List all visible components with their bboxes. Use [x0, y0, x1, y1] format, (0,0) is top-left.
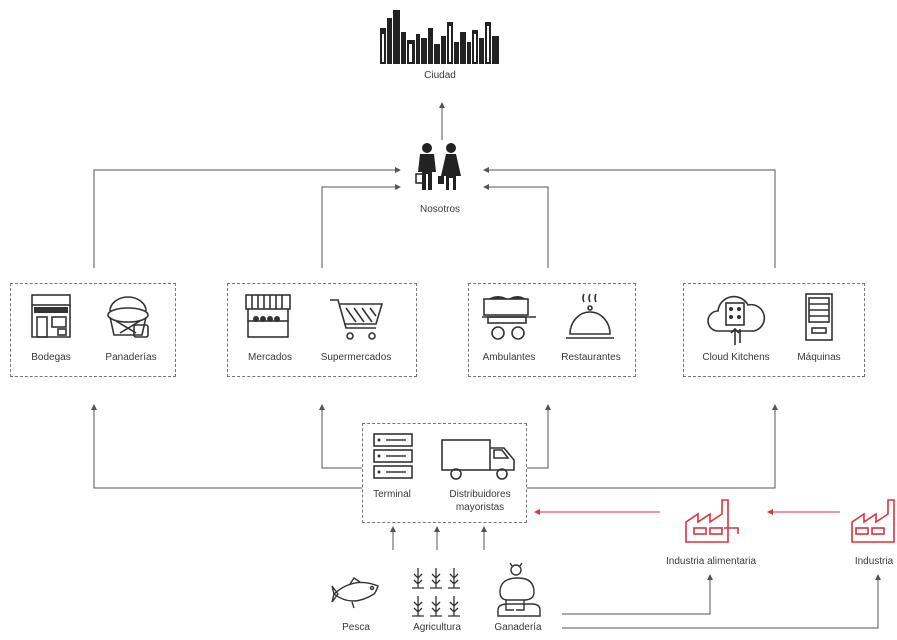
arrow-bodegas-to-people: [93, 167, 401, 268]
store-icon: [31, 294, 71, 338]
group1-item2-label: Panaderías: [105, 352, 157, 363]
crops-icon: [412, 568, 460, 617]
arrow-dist-to-g2: [319, 404, 362, 469]
group2-item2-label: Supermercados: [320, 352, 392, 363]
vending-machine-icon: [805, 293, 833, 341]
arrow-dist-to-g4: [527, 404, 778, 489]
group4-item2-label: Máquinas: [797, 352, 841, 363]
truck-icon: [441, 439, 515, 480]
cloud-kitchen-icon: [707, 295, 766, 345]
market-stall-icon: [245, 294, 291, 338]
retail-group-box-2: [227, 283, 417, 377]
retail-group-box-1: [10, 283, 176, 377]
arrow-cloud-to-people: [483, 167, 776, 268]
shopping-cart-icon: [330, 299, 384, 340]
industry-label: Industria: [854, 556, 894, 567]
factory-icon: [851, 499, 895, 543]
terminal-label: Terminal: [373, 489, 411, 500]
source-agricultura-label: Agricultura: [413, 622, 461, 633]
group3-item1-label: Ambulantes: [482, 352, 536, 363]
cloche-icon: [566, 293, 614, 339]
distribution-box: [362, 423, 527, 523]
people-label: Nosotros: [419, 204, 461, 215]
server-rack-icon: [373, 433, 413, 479]
fish-icon: [331, 577, 379, 609]
livestock-icon: [497, 562, 541, 617]
industry-food-label: Industria alimentaria: [665, 556, 757, 567]
wholesalers-label-line1: Distribuidores: [449, 489, 511, 500]
arrow-dist-to-g3: [527, 404, 551, 469]
arrow-mercados-to-people: [321, 184, 401, 268]
group1-item1-label: Bodegas: [31, 352, 71, 363]
city-label: Ciudad: [424, 70, 456, 81]
source-pesca-label: Pesca: [342, 622, 370, 633]
arrow-ambulantes-to-people: [483, 184, 549, 268]
group4-item1-label: Cloud Kitchens: [702, 352, 770, 363]
arrow-ganaderia-to-ind1: [562, 574, 713, 615]
retail-group-box-3: [468, 283, 636, 377]
arrow-ganaderia-to-ind2: [562, 574, 881, 629]
bread-basket-icon: [107, 296, 149, 338]
wholesalers-label-line2: mayoristas: [455, 502, 505, 513]
source-ganaderia-label: Ganadería: [494, 622, 542, 633]
people-shopping-icon: [415, 143, 461, 190]
city-skyline-icon: [380, 10, 499, 64]
arrow-dist-to-g1: [91, 404, 362, 489]
factory-icon: [685, 499, 739, 543]
food-cart-icon: [482, 296, 536, 340]
group3-item2-label: Restaurantes: [561, 352, 621, 363]
group2-item1-label: Mercados: [248, 352, 292, 363]
retail-group-box-4: [683, 283, 865, 377]
